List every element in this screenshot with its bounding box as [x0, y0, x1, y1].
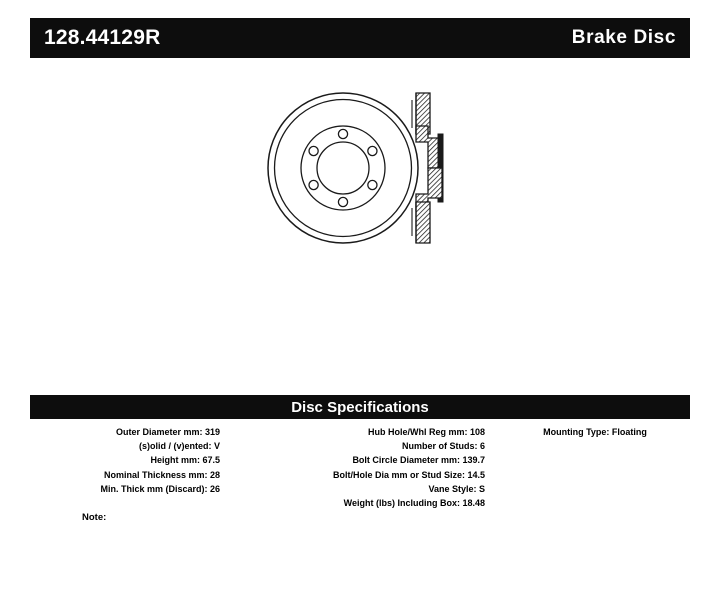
- spec-bolt-circle-diameter: Bolt Circle Diameter mm: 139.7: [352, 455, 485, 466]
- spec-column-right: Mounting Type: Floating: [500, 425, 690, 439]
- disc-braking-surface-inner-edge: [273, 98, 413, 238]
- spec-vane-style: Vane Style: S: [428, 483, 485, 494]
- bolt-hole: [367, 145, 378, 157]
- spec-column-middle: Hub Hole/Whl Reg mm: 108 Number of Studs…: [240, 425, 485, 510]
- section-lower-outer-ring: [415, 201, 431, 244]
- bolt-hole: [367, 179, 378, 191]
- spec-mounting-type: Mounting Type: Floating: [543, 427, 647, 437]
- bolt-hole: [337, 128, 349, 140]
- disc-specifications-bar: Disc Specifications: [30, 395, 690, 419]
- brake-disc-face-view: [267, 92, 419, 244]
- specifications-columns: Outer Diameter mm: 319 (s)olid / (v)ente…: [30, 425, 690, 525]
- note-label: Note:: [82, 512, 107, 523]
- header-bar: 128.44129R Brake Disc: [30, 18, 690, 58]
- spec-height: Height mm: 67.5: [150, 455, 220, 466]
- spec-nominal-thickness: Nominal Thickness mm: 28: [103, 469, 220, 480]
- brake-disc-drawing: [267, 92, 444, 244]
- spec-solid-vented: (s)olid / (v)ented: V: [139, 441, 220, 452]
- spec-min-thickness: Min. Thick mm (Discard): 26: [100, 483, 220, 494]
- spec-weight: Weight (lbs) Including Box: 18.48: [343, 498, 485, 509]
- note-row: Note:: [30, 512, 330, 523]
- brake-disc-cross-section-view: [411, 92, 444, 244]
- bolt-hole: [308, 145, 319, 157]
- technical-drawing-area: [30, 64, 690, 384]
- spec-column-left: Outer Diameter mm: 319 (s)olid / (v)ente…: [30, 425, 220, 496]
- product-title-label: Brake Disc: [571, 27, 676, 48]
- disc-specifications-title: Disc Specifications: [291, 398, 429, 416]
- disc-outer-edge: [267, 92, 419, 244]
- disc-center-bore: [316, 141, 370, 195]
- disc-hat-outer-ring: [300, 125, 386, 211]
- part-number-label: 128.44129R: [44, 26, 161, 49]
- bolt-hole: [308, 179, 319, 191]
- spec-bolt-hole-dia: Bolt/Hole Dia mm or Stud Size: 14.5: [332, 469, 485, 480]
- bolt-hole: [337, 196, 349, 208]
- spec-outer-diameter: Outer Diameter mm: 319: [115, 427, 220, 437]
- spec-number-of-studs: Number of Studs: 6: [401, 441, 485, 452]
- spec-hub-hole: Hub Hole/Whl Reg mm: 108: [367, 427, 485, 437]
- disc-bolt-hole-pattern: [308, 128, 378, 208]
